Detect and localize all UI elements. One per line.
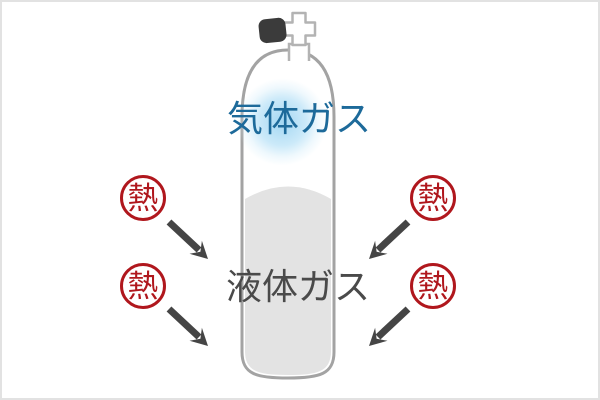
- heat-stamp-left-bottom: 熱: [120, 263, 166, 309]
- heat-arrow-left-bottom-icon: [166, 306, 208, 346]
- heat-stamp-right-bottom: 熱: [410, 263, 456, 309]
- heat-stamp-label: 熱: [417, 268, 449, 304]
- heat-stamp-left-top: 熱: [120, 175, 166, 221]
- heat-arrow-left-top-icon: [166, 219, 208, 259]
- heat-arrow-right-bottom-icon: [369, 306, 411, 346]
- heat-stamp-label: 熱: [127, 268, 159, 304]
- valve-knob: [258, 17, 287, 44]
- liquid-fill: [245, 186, 331, 375]
- heat-arrow-right-top-icon: [369, 219, 411, 259]
- gas-label: 気体ガス: [226, 98, 371, 139]
- valve-neck: [287, 42, 311, 61]
- heat-stamp-right-top: 熱: [410, 175, 456, 221]
- liquid-label: 液体ガス: [225, 266, 370, 307]
- heat-stamp-label: 熱: [127, 180, 159, 216]
- heat-stamp-label: 熱: [417, 180, 449, 216]
- valve-handle-cross-icon: [281, 11, 317, 47]
